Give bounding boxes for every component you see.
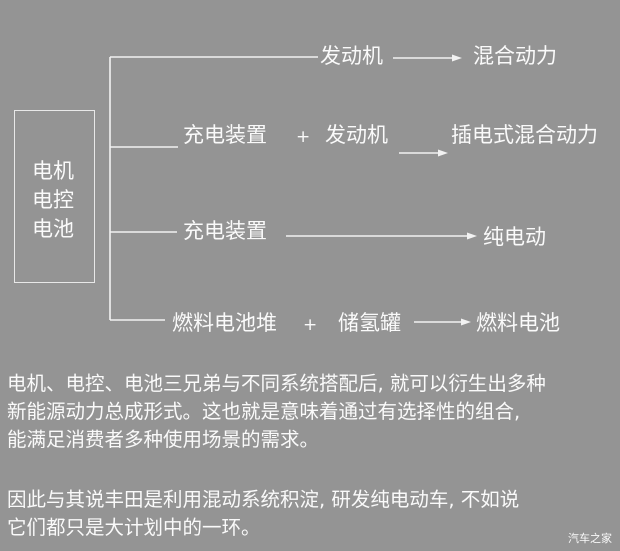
paragraph-line: 电机、电控、电池三兄弟与不同系统搭配后, 就可以衍生出多种: [7, 372, 546, 395]
source-box: [14, 110, 95, 283]
paragraph-2: 因此与其说丰田是利用混动系统积淀, 研发纯电动车, 不如说 它们都只是大计划中的…: [7, 486, 519, 542]
branch-2-input-2: 发动机: [325, 123, 388, 147]
arrowhead-4: [461, 318, 471, 326]
source-item: 电池: [32, 217, 74, 241]
watermark: 汽车之家: [568, 532, 612, 545]
branch-4-result: 燃料电池: [476, 311, 560, 335]
source-item: 电控: [32, 188, 74, 212]
branch-3-result: 纯电动: [483, 225, 546, 249]
plus-sign: +: [303, 315, 318, 335]
source-box-text: 电机 电控 电池: [32, 157, 74, 244]
branch-4-input-1: 燃料电池堆: [172, 311, 277, 335]
paragraph-line: 因此与其说丰田是利用混动系统积淀, 研发纯电动车, 不如说: [7, 488, 520, 511]
branch-2-result: 插电式混合动力: [451, 123, 598, 147]
arrowhead-1: [452, 54, 462, 62]
branch-1-result: 混合动力: [473, 44, 557, 68]
branch-4-input-2: 储氢罐: [338, 311, 401, 335]
arrowhead-3: [467, 232, 477, 240]
branch-3-input: 充电装置: [183, 219, 267, 243]
paragraph-line: 它们都只是大计划中的一环。: [7, 516, 261, 539]
source-item: 电机: [32, 159, 74, 183]
paragraph-line: 能满足消费者多种使用场景的需求。: [7, 428, 320, 451]
paragraph-1: 电机、电控、电池三兄弟与不同系统搭配后, 就可以衍生出多种 新能源动力总成形式。…: [7, 370, 546, 454]
branch-2-input-1: 充电装置: [183, 123, 267, 147]
paragraph-line: 新能源动力总成形式。这也就是意味着通过有选择性的组合,: [7, 400, 521, 423]
arrowhead-2: [438, 149, 448, 157]
plus-sign: +: [296, 127, 311, 147]
branch-1-input: 发动机: [320, 44, 383, 68]
